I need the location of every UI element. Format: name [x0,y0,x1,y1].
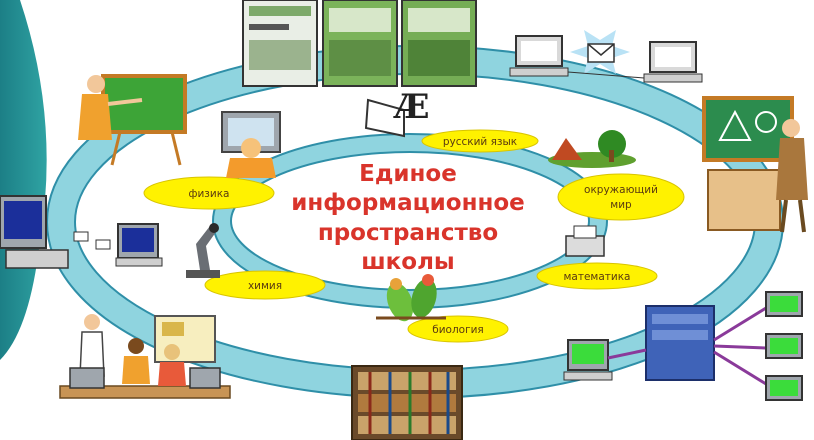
bubble-russian: русский язык [421,129,539,153]
left-edge-decoration [0,0,47,360]
student-at-computer-icon [221,111,281,178]
title-line-4: школы [361,249,454,275]
subject-nature-line1: окружающий [584,184,658,196]
bubble-math: математика [536,262,658,290]
computers-mail-icon [0,195,163,269]
brochure-stack-icon [242,0,477,87]
geometry-teacher-icon [702,96,808,233]
bubble-physics: физика [143,176,275,210]
bubble-chemistry: химия [204,270,326,300]
bubble-nature: окружающий мир [557,173,685,221]
title-line-1: Единое [359,161,457,187]
email-network-icon [509,30,703,83]
bubble-biology: биология [407,315,509,343]
server-network-icon [563,291,803,401]
subject-nature-line2: мир [610,199,632,211]
center-title: Единое информационное пространство школы [291,161,525,275]
printer-icon [565,225,605,257]
svg-text:Æ: Æ [392,87,429,127]
computer-class-icon [59,314,231,399]
dictionary-book-icon: Æ [364,87,430,138]
subject-russian: русский язык [443,136,517,148]
nature-landscape-icon [548,130,636,168]
title-line-2: информационное [291,190,525,216]
title-line-3: пространство [318,220,498,246]
subject-chemistry: химия [248,280,282,292]
subject-math: математика [563,271,630,283]
subject-physics: физика [189,188,230,200]
teacher-at-board-icon [78,74,187,166]
subject-biology: биология [432,324,484,336]
library-bookshelf-icon [351,365,463,440]
microscope-icon [186,223,220,278]
parrots-icon [376,274,446,322]
